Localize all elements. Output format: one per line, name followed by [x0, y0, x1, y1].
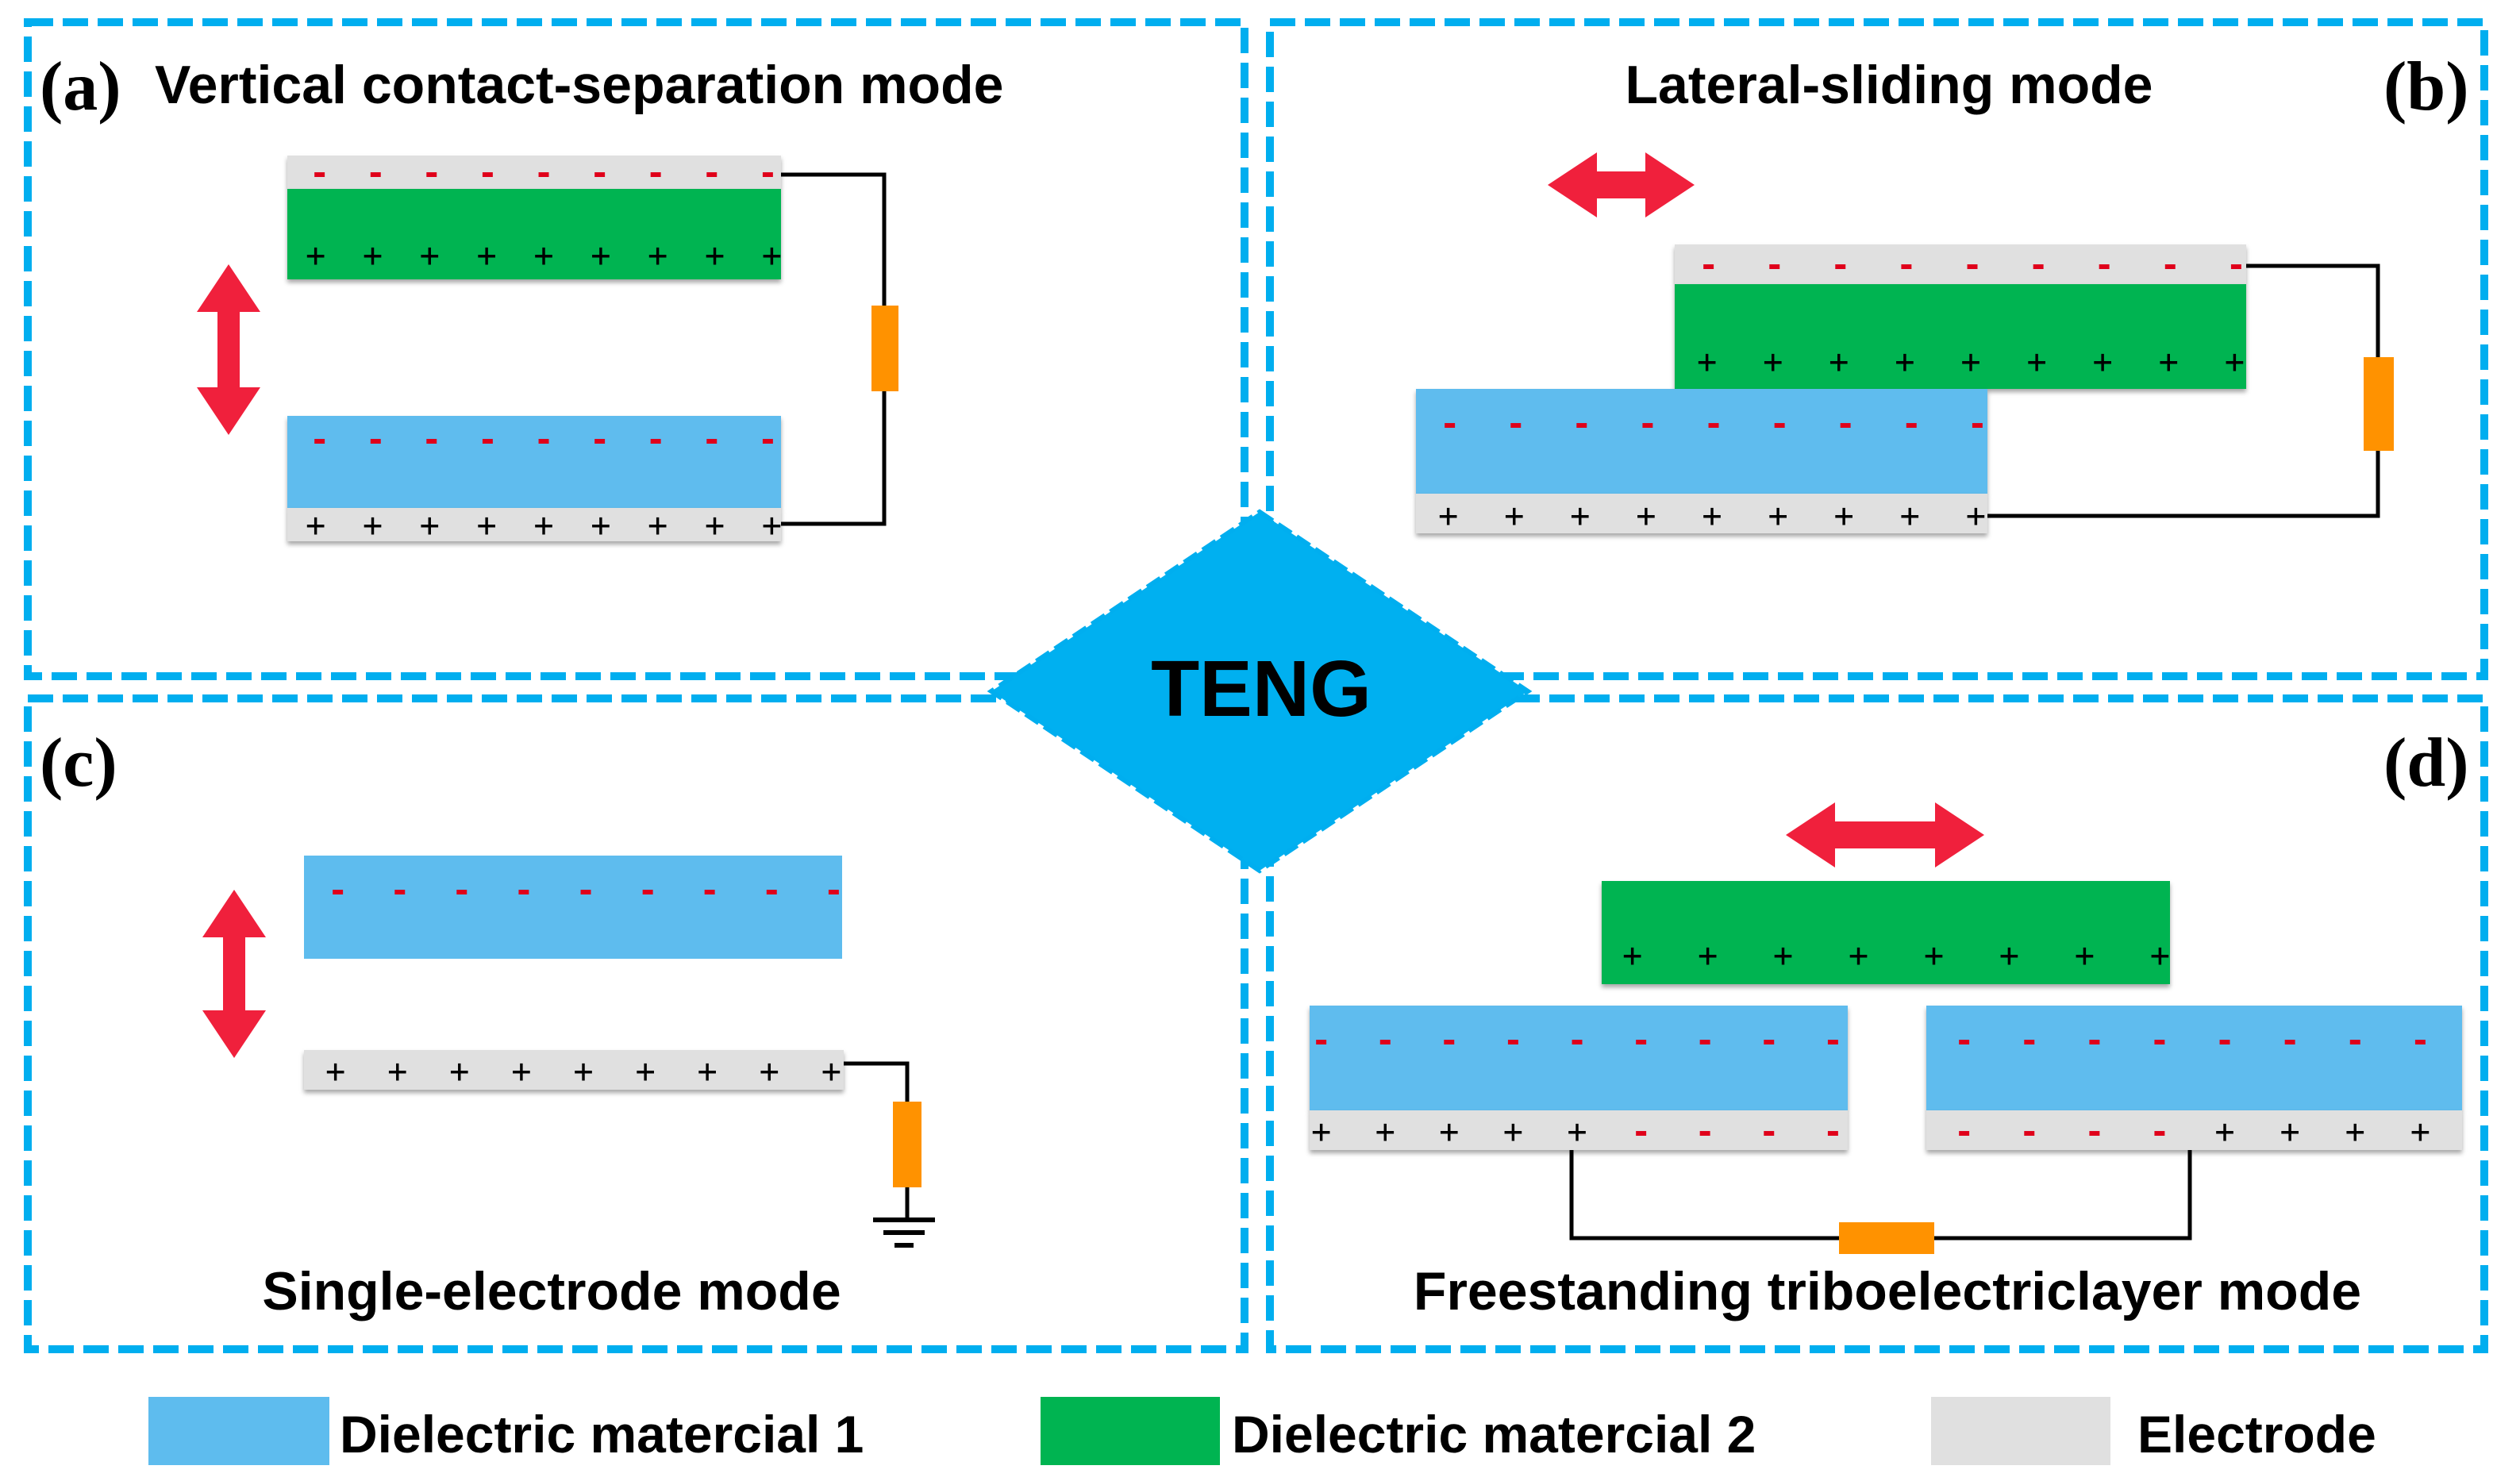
- b-dielectric-1: [1416, 389, 1987, 494]
- d-left-electrode: [1310, 1110, 1848, 1150]
- legend-label-dielectric-2: Dielectric matercial 2: [1232, 1405, 1756, 1464]
- legend-label-electrode: Electrode: [2137, 1405, 2376, 1464]
- panel-a: (a) Vertical contact-separation mode - -…: [40, 48, 1003, 544]
- legend-label-dielectric-1: Dielectric matercial 1: [340, 1405, 864, 1464]
- a-dielectric-1-charges: - - - - - - - - -: [310, 420, 778, 459]
- panel-c-title: Single-electrode mode: [262, 1261, 841, 1321]
- teng-center: TENG: [987, 509, 1533, 874]
- c-dielectric-1-charges: - - - - - - - - -: [328, 871, 844, 910]
- d-dielectric-2-slider: [1602, 881, 2170, 984]
- panel-d-label: (d): [2383, 725, 2469, 802]
- b-bottom-electrode-charges: + + + + + + + + +: [1438, 496, 1986, 535]
- d-horizontal-arrow-icon: [1786, 802, 1984, 867]
- legend: Dielectric matercial 1 Dielectric materc…: [148, 1397, 2376, 1465]
- b-dielectric-2-charges: + + + + + + + + +: [1697, 342, 2245, 381]
- panel-a-title: Vertical contact-separation mode: [155, 55, 1003, 115]
- teng-label: TENG: [1151, 644, 1372, 733]
- ground-icon: [873, 1217, 935, 1248]
- b-bottom-electrode: [1416, 494, 1987, 533]
- teng-diamond: [987, 509, 1533, 874]
- panel-b: Lateral-sliding mode (b) - - - - - - - -…: [1416, 48, 2469, 535]
- panel-a-border: [24, 18, 1248, 680]
- panel-c-border: [24, 694, 1248, 1353]
- c-dielectric-1: [304, 856, 842, 959]
- a-bottom-electrode-charges: + + + + + + + + +: [306, 506, 782, 544]
- d-dielectric-2-charges: + + + + + + + +: [1622, 936, 2170, 975]
- d-right-electrode: [1926, 1110, 2462, 1150]
- c-load-resistor: [893, 1102, 921, 1187]
- b-load-resistor: [2364, 357, 2394, 451]
- panel-b-label: (b): [2383, 48, 2469, 125]
- d-left-electrode-charges: + + + + + - - - -: [1311, 1112, 1843, 1151]
- panel-b-title: Lateral-sliding mode: [1625, 55, 2153, 115]
- a-wire: [781, 172, 887, 526]
- panel-d-title: Freestanding triboelectriclayer mode: [1414, 1261, 2361, 1321]
- a-dielectric-2: [287, 189, 781, 279]
- panel-d: (d) + + + + + + + + - - - - - - - - - + …: [1310, 725, 2469, 1321]
- a-load-resistor: [871, 306, 898, 391]
- d-right-dielectric-1: [1926, 1006, 2462, 1110]
- panel-b-border: [1266, 18, 2488, 680]
- a-bottom-electrode: [287, 508, 781, 541]
- c-electrode-charges: + + + + + + + + +: [325, 1052, 841, 1091]
- panel-borders: [24, 18, 2488, 1353]
- b-dielectric-2: [1675, 284, 2246, 389]
- legend-swatch-dielectric-1: [148, 1397, 329, 1465]
- a-dielectric-1: [287, 416, 781, 508]
- legend-swatch-dielectric-2: [1041, 1397, 1220, 1465]
- d-left-dielectric-1-charges: - - - - - - - - -: [1311, 1021, 1843, 1060]
- panel-c-label: (c): [40, 725, 117, 802]
- b-top-electrode: [1675, 244, 2246, 284]
- d-right-dielectric-1-charges: - - - - - - - -: [1954, 1021, 2430, 1060]
- b-dielectric-1-charges: - - - - - - - - -: [1440, 404, 1987, 443]
- a-top-electrode: [287, 156, 781, 189]
- d-left-dielectric-1: [1310, 1006, 1848, 1110]
- b-horizontal-arrow-icon: [1548, 152, 1695, 217]
- a-vertical-arrow-icon: [197, 264, 260, 435]
- d-right-electrode-charges: - - - - + + + +: [1954, 1112, 2430, 1151]
- legend-swatch-electrode: [1931, 1397, 2110, 1465]
- a-dielectric-2-charges: + + + + + + + + +: [306, 236, 782, 275]
- panel-a-label: (a): [40, 48, 121, 125]
- d-load-resistor: [1839, 1222, 1934, 1254]
- b-top-electrode-charges: - - - - - - - - -: [1699, 245, 2246, 284]
- c-vertical-arrow-icon: [202, 890, 266, 1058]
- panel-d-border: [1266, 694, 2488, 1353]
- panel-c: (c) - - - - - - - - - + + + + + + + + + …: [40, 725, 935, 1321]
- c-electrode: [304, 1050, 844, 1090]
- a-top-electrode-charges: - - - - - - - - -: [310, 153, 778, 192]
